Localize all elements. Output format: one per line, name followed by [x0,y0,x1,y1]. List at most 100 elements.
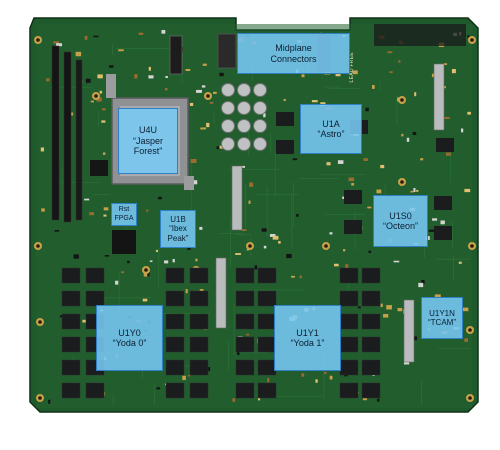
smd-component [246,333,250,336]
callout-u1y1n: U1Y1N “TCAM” [421,297,463,339]
smd-component [311,100,318,103]
smd-component [403,360,410,365]
smd-component [401,133,404,137]
smd-component [301,373,305,377]
memory-chip [61,382,81,399]
smd-component [324,371,327,375]
callout-midplane-connectors: Midplane Connectors [237,33,350,74]
capacitor [237,119,251,133]
smd-component [467,111,471,115]
smd-component [148,66,151,71]
mounting-hole-center [400,180,404,184]
smd-component [249,182,254,187]
capacitor [253,137,267,151]
smd-component [397,307,403,312]
smd-component [185,68,191,72]
smd-component [195,258,198,262]
callout-line: Forest” [133,146,163,157]
smd-component [97,74,103,79]
callout-line: Rst [118,206,130,214]
smd-component [444,116,450,119]
memory-chip [434,226,452,240]
memory-chip [436,138,454,152]
memory-chip [339,336,359,353]
smd-component [84,198,90,201]
callout-rst-fpga: Rst FPGA [111,203,137,226]
callout-line: FPGA [114,214,134,222]
smd-component [440,220,445,225]
smd-component [241,165,245,168]
memory-chip [276,140,294,154]
bios-chip [112,230,136,254]
smd-component [351,183,355,186]
smd-component [96,97,102,102]
memory-chip [361,313,381,330]
smd-component [146,271,150,277]
smd-component [127,260,130,264]
capacitor [221,101,235,115]
smd-component [202,63,207,66]
smd-component [149,260,153,263]
smd-component [380,164,385,169]
memory-chip [339,290,359,307]
smd-component [216,146,222,150]
callout-line: Connectors [270,53,317,64]
memory-chip [61,336,81,353]
smd-component [326,162,331,166]
smd-component [329,232,333,235]
memory-chip [235,336,255,353]
smd-component [451,69,456,74]
memory-chip [235,382,255,399]
smd-component [386,305,392,310]
mounting-hole-center [144,268,148,272]
mounting-hole-center [468,328,472,332]
smd-component [48,399,51,404]
smd-component [143,272,148,277]
memory-chip [257,267,277,284]
smd-component [189,102,194,106]
smd-component [109,65,114,68]
smd-component [445,152,451,156]
memory-chip [344,220,362,234]
small-chip-left [90,160,108,176]
smd-component [73,254,79,259]
smd-component [138,32,144,35]
smd-component [278,240,281,244]
smd-component [41,208,45,212]
smd-component [142,298,148,302]
callout-line: “Astro” [317,129,345,139]
smd-component [286,253,292,259]
smd-component [248,200,251,204]
smd-component [432,218,438,221]
smd-component [190,159,197,163]
callout-line: “TCAM” [428,318,456,327]
connector-strip-1 [231,165,243,231]
mounting-hole-center [94,94,98,98]
callout-line: U4U [138,125,157,136]
memory-chip [189,382,209,399]
smd-component [414,92,417,97]
mounting-hole-center [38,396,42,400]
smd-component [428,229,435,232]
callout-line: U1B [170,215,186,225]
callout-u1s0: U1S0 “Octeon” [373,195,428,247]
smd-component [155,249,158,253]
memory-chip [189,267,209,284]
smd-component [420,158,424,161]
callout-u1y0: U1Y0 “Yoda 0” [96,305,163,371]
smd-component [118,49,124,52]
smd-component [199,289,204,292]
memory-chip [235,267,255,284]
connector-strip-4 [433,63,445,131]
mounting-hole-center [248,244,252,248]
smd-component [337,160,344,164]
smd-component [362,396,367,401]
smd-component [219,72,224,77]
callout-u1y1: U1Y1 “Yoda 1” [274,305,341,371]
smd-component [380,303,383,308]
smd-component [357,306,361,309]
memory-chip [61,290,81,307]
smd-component [209,101,214,104]
smd-component [263,113,266,118]
smd-component [299,275,302,279]
